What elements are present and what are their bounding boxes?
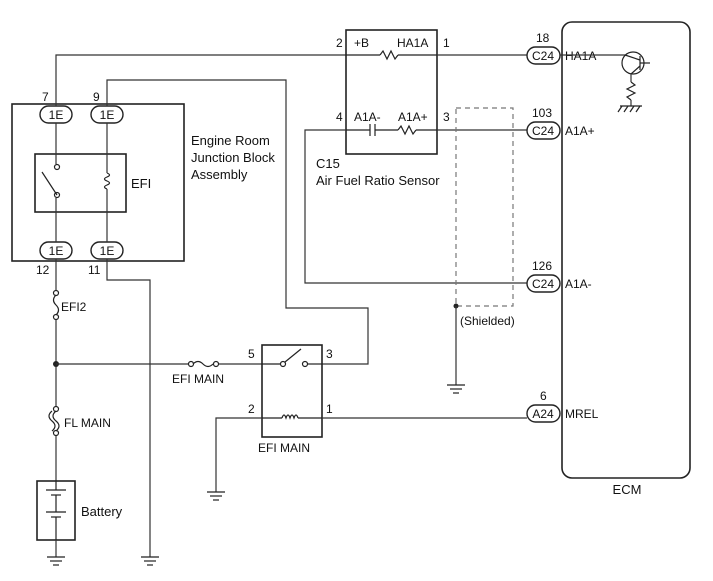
connector-1e-bottom-left: 1E [39, 241, 73, 260]
junction-block-title-1: Engine Room [191, 133, 270, 148]
jb-pin-12: 12 [36, 263, 50, 277]
af-sensor-box [345, 29, 438, 155]
shield-outline [455, 107, 514, 307]
junction-block-title-3: Assembly [191, 167, 248, 182]
ecm-terminal-mrel: MREL [565, 407, 599, 421]
sensor-id: C15 [316, 156, 340, 171]
ecm-box [561, 21, 691, 479]
ecm-pin-126: 126 [532, 259, 552, 273]
connector-1e-top-right: 1E [90, 105, 124, 124]
efi-relay-coil [103, 172, 111, 190]
efi-main-relay-pin-5: 5 [248, 347, 255, 361]
sensor-pin-1: 1 [443, 36, 450, 50]
battery-label: Battery [81, 504, 123, 519]
ecm-terminal-a1a-plus: A1A+ [565, 124, 595, 138]
sensor-pin-4: 4 [336, 110, 343, 124]
efi-main-relay-box [261, 344, 323, 438]
ecm-label: ECM [613, 482, 642, 497]
battery-icon [46, 481, 66, 540]
efi-main-relay-coil [262, 414, 322, 420]
efi-main-fuse-label: EFI MAIN [172, 372, 224, 386]
sensor-pin-3: 3 [443, 110, 450, 124]
svg-text:A24: A24 [532, 407, 554, 421]
junction-block-title-2: Junction Block [191, 150, 275, 165]
efi-main-relay-pin-3: 3 [326, 347, 333, 361]
ecm-terminal-a1a-minus: A1A- [565, 277, 592, 291]
heater-resistor-icon [379, 49, 399, 61]
svg-text:C24: C24 [532, 49, 554, 63]
jb-pin-11: 11 [88, 263, 101, 277]
ecm-terminal-ha1a: HA1A [565, 49, 596, 63]
svg-text:1E: 1E [100, 244, 115, 258]
efi-main-relay-pin-1: 1 [326, 402, 333, 416]
connector-1e-top-left: 1E [39, 105, 73, 124]
shield-label: (Shielded) [460, 314, 515, 328]
efi-main-fuse-icon [187, 360, 220, 368]
efi-main-relay-label: EFI MAIN [258, 441, 310, 455]
efi-relay-label: EFI [131, 176, 151, 191]
svg-text:1E: 1E [100, 108, 115, 122]
shield-ground-icon [447, 384, 465, 394]
sensor-terminal-a1a-minus: A1A- [354, 110, 381, 124]
svg-text:1E: 1E [49, 244, 64, 258]
ecm-connector-ha1a: C24 [526, 46, 561, 65]
connector-1e-bottom-right: 1E [90, 241, 124, 260]
svg-text:C24: C24 [532, 124, 554, 138]
svg-text:C24: C24 [532, 277, 554, 291]
ecm-pin-6: 6 [540, 389, 547, 403]
ecm-connector-mrel: A24 [526, 404, 561, 423]
efi-main-relay-pin-2: 2 [248, 402, 255, 416]
efi2-fuse-icon [52, 289, 60, 321]
ecm-transistor-icon [560, 51, 650, 113]
sensor-terminal-ha1a: HA1A [397, 36, 428, 50]
battery-ground-icon [47, 556, 65, 566]
svg-text:1E: 1E [49, 108, 64, 122]
ecm-connector-a1a-plus: C24 [526, 121, 561, 140]
sensor-pin-2: 2 [336, 36, 343, 50]
ecm-pin-103: 103 [532, 106, 552, 120]
jb-pin-7: 7 [42, 90, 49, 104]
ecm-connector-a1a-minus: C24 [526, 274, 561, 293]
sensor-resistor-icon [397, 124, 417, 136]
ecm-pin-18: 18 [536, 31, 550, 45]
jb-pin-9: 9 [93, 90, 100, 104]
fl-main-fuse-label: FL MAIN [64, 416, 111, 430]
relay-ground-icon [207, 491, 225, 501]
efi-relay-switch [41, 163, 61, 199]
sensor-name: Air Fuel Ratio Sensor [316, 173, 440, 188]
sensor-terminal-a1a-plus: A1A+ [398, 110, 428, 124]
fl-main-fuse-icon [48, 405, 60, 437]
efi-main-relay-switch [262, 348, 322, 368]
junction-block-box [11, 103, 185, 262]
jb-ground-icon [141, 556, 159, 566]
efi-relay-box [34, 153, 127, 213]
efi2-fuse-label: EFI2 [61, 300, 87, 314]
sensor-terminal-pb: +B [354, 36, 369, 50]
